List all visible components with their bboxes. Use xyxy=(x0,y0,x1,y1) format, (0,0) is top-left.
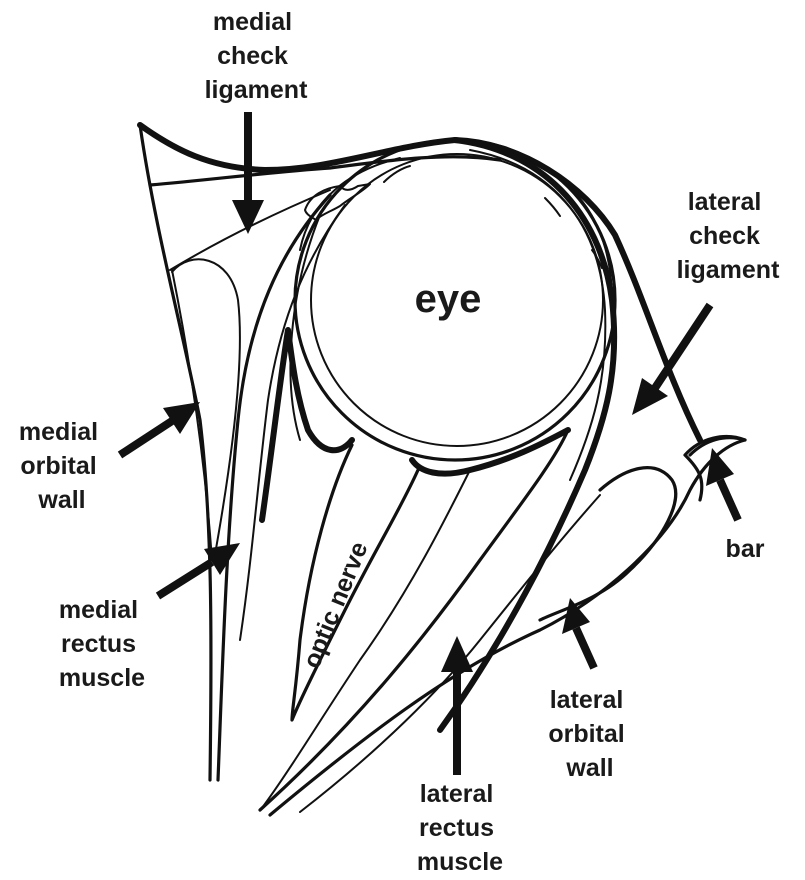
label-lateral-check-ligament-line-1: lateral xyxy=(688,188,762,216)
label-medial-orbital-wall-line-2: orbital xyxy=(20,452,96,480)
arrow-lateral-rectus-muscle xyxy=(441,636,473,775)
label-eye: eye xyxy=(415,277,482,321)
label-medial-rectus-muscle: medial rectus muscle xyxy=(59,596,145,692)
label-medial-check-ligament: medial check ligament xyxy=(205,8,308,104)
label-medial-orbital-wall: medial orbital wall xyxy=(19,418,105,514)
label-medial-rectus-muscle-line-3: muscle xyxy=(59,664,145,692)
label-lateral-check-ligament: lateral check ligament xyxy=(677,188,780,284)
medial-rectus-outer xyxy=(218,195,330,780)
label-optic-nerve: optic nerve xyxy=(298,538,374,672)
medial-orbital-wall-outline xyxy=(140,125,211,780)
arrow-bar xyxy=(706,448,738,520)
arrow-lateral-check-ligament xyxy=(632,305,710,415)
label-medial-orbital-wall-line-3: wall xyxy=(37,486,85,514)
label-medial-rectus-muscle-line-1: medial xyxy=(59,596,138,624)
label-medial-check-ligament-line-2: check xyxy=(217,42,288,70)
label-lateral-rectus-muscle-line-2: rectus xyxy=(419,814,494,842)
lateral-rectus-lower xyxy=(412,430,568,474)
label-lateral-orbital-wall-line-3: wall xyxy=(565,754,613,782)
label-lateral-orbital-wall-line-2: orbital xyxy=(548,720,624,748)
medial-rectus-inner xyxy=(240,205,345,640)
label-lateral-rectus-muscle-line-1: lateral xyxy=(420,780,494,808)
label-medial-rectus-muscle-line-2: rectus xyxy=(61,630,136,658)
label-medial-orbital-wall-line-1: medial xyxy=(19,418,98,446)
anatomy-drawing xyxy=(140,125,745,815)
label-lateral-rectus-muscle-line-3: muscle xyxy=(417,848,503,876)
label-medial-check-ligament-line-3: ligament xyxy=(205,76,308,104)
label-lateral-rectus-muscle: lateral rectus muscle xyxy=(417,780,503,876)
label-lateral-orbital-wall: lateral orbital wall xyxy=(548,686,631,782)
arrow-medial-orbital-wall xyxy=(120,402,200,455)
label-lateral-orbital-wall-line-1: lateral xyxy=(550,686,624,714)
lateral-rectus-upper xyxy=(260,430,568,810)
label-medial-check-ligament-line-1: medial xyxy=(213,8,292,36)
label-lateral-check-ligament-line-2: check xyxy=(689,222,760,250)
label-bar: bar xyxy=(726,535,765,563)
label-lateral-check-ligament-line-3: ligament xyxy=(677,256,780,284)
medial-rectus-strand xyxy=(290,215,320,440)
